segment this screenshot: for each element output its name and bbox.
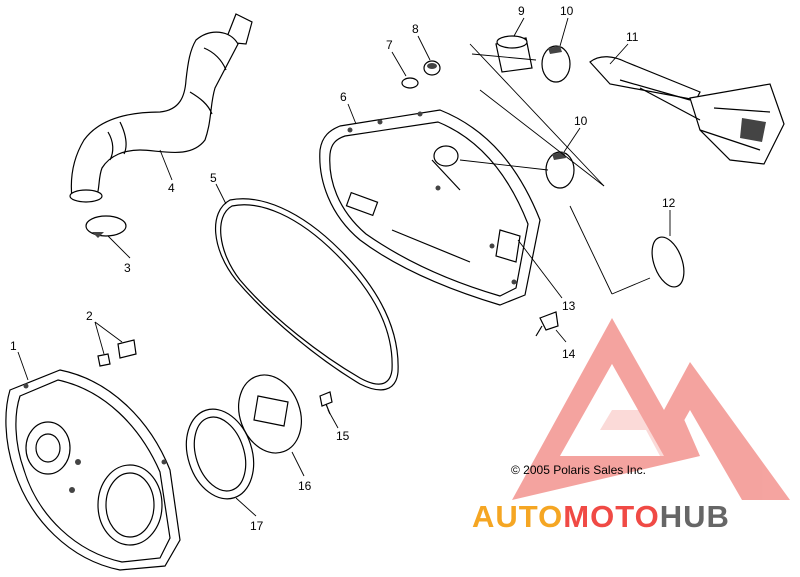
- callout-14: 14: [562, 347, 576, 361]
- part-10-clamp-upper: [541, 45, 571, 83]
- callout-13: 13: [562, 299, 576, 313]
- callout-6: 6: [340, 90, 347, 104]
- part-12-washer: [651, 236, 685, 288]
- callout-11: 11: [626, 30, 639, 44]
- watermark-word-auto: AUTO: [472, 499, 563, 534]
- part-10-clamp-lower: [545, 151, 575, 189]
- callout-10-lower: 10: [574, 114, 588, 128]
- callout-15: 15: [336, 429, 350, 443]
- callout-12: 12: [662, 196, 676, 210]
- watermark-word-moto: MOTO: [563, 499, 659, 534]
- part-14-bolt: [535, 311, 559, 337]
- callout-16: 16: [298, 479, 312, 493]
- part-6-outer-cover: [319, 109, 541, 306]
- part-2-bolts: [97, 339, 137, 367]
- watermark-triangle-inner: [560, 364, 664, 456]
- part-1-inner-cover: [5, 369, 181, 571]
- copyright-notice: © 2005 Polaris Sales Inc.: [511, 463, 646, 477]
- part-9-coupler: [495, 35, 533, 73]
- leader-lines: [17, 17, 671, 517]
- callout-1: 1: [10, 339, 17, 353]
- callout-8: 8: [412, 22, 419, 36]
- callout-7: 7: [386, 38, 393, 52]
- watermark-logo: [512, 318, 790, 500]
- part-16-plate: [238, 374, 302, 454]
- callout-9: 9: [518, 4, 525, 18]
- callout-4: 4: [168, 181, 175, 195]
- part-4-intake-duct: [69, 13, 253, 203]
- watermark-wordmark: AUTOMOTOHUB: [472, 499, 730, 534]
- callout-10-upper: 10: [560, 4, 574, 18]
- part-7-o-ring: [401, 77, 419, 89]
- watermark-triangle-mark: [512, 318, 790, 500]
- callout-17: 17: [250, 519, 264, 533]
- part-15-screw: [319, 391, 333, 415]
- callout-labels: 1 2 3 4 5 6 7 8 9 10 10 11 12 13 14 15 1…: [10, 4, 676, 533]
- callout-2: 2: [86, 309, 93, 323]
- callout-5: 5: [210, 171, 217, 185]
- part-5-drive-belt: [214, 198, 399, 391]
- part-3-clamp: [85, 215, 127, 238]
- part-11-outlet-duct: [589, 56, 785, 165]
- watermark-word-hub: HUB: [660, 499, 730, 534]
- part-17-seal: [185, 408, 255, 500]
- callout-3: 3: [124, 261, 131, 275]
- part-8-plug: [423, 60, 441, 76]
